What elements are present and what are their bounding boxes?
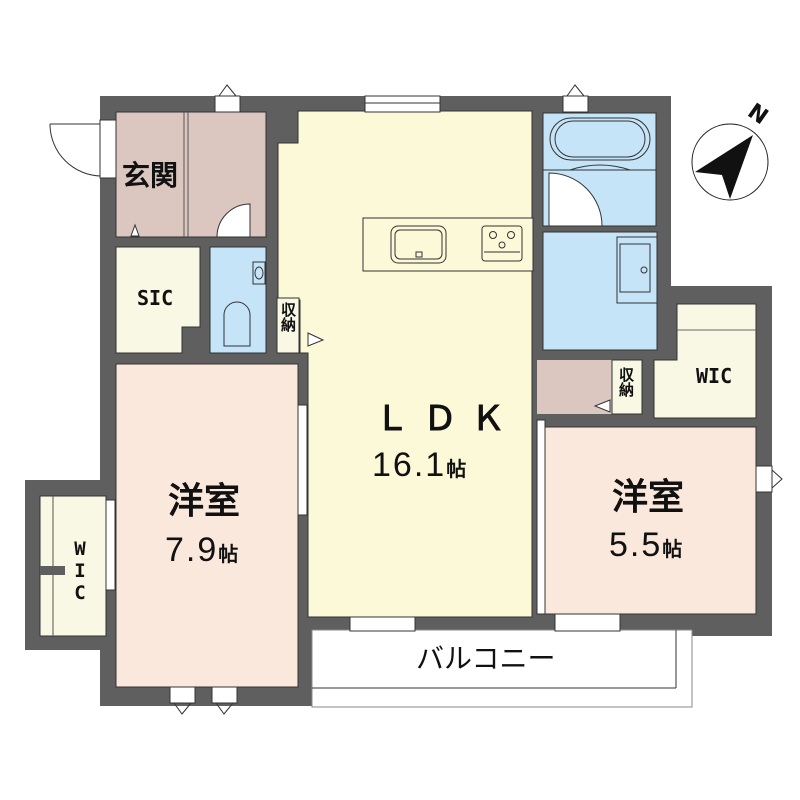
entrance-door xyxy=(49,119,117,179)
toilet-floor xyxy=(209,246,267,354)
bedroom-west-floor xyxy=(115,363,299,688)
sic-floor xyxy=(115,246,201,354)
windows xyxy=(105,95,773,704)
entrance-label: 玄関 xyxy=(122,159,179,192)
sic-label: SIC xyxy=(137,286,174,310)
bedroom-east-size-unit: 帖 xyxy=(662,537,683,561)
storage-hall-floor xyxy=(611,359,643,415)
ldk-size-unit: 帖 xyxy=(446,457,467,481)
storage-hall-label: 収納 xyxy=(617,367,635,397)
balcony-area xyxy=(311,629,693,708)
bedroom-east-label: 洋室 xyxy=(612,477,685,518)
toilet-bowl-icon xyxy=(223,261,266,347)
storage-ldk-label: 収納 xyxy=(279,302,297,332)
bedroom-west-size-value: 7.9 xyxy=(165,531,219,569)
kitchen-counter xyxy=(362,217,534,272)
washroom-floor xyxy=(542,231,658,351)
bedroom-west-label: 洋室 xyxy=(168,481,241,522)
bedroom-east-size: 5.5帖 xyxy=(609,528,682,562)
stove-icon xyxy=(481,225,523,262)
north-arrow-icon xyxy=(691,123,769,201)
balcony-label: バルコニー xyxy=(416,642,556,675)
bedroom-west-size: 7.9帖 xyxy=(165,533,238,567)
ldk-floor xyxy=(277,110,533,618)
bathtub-icon xyxy=(543,117,656,171)
wic-east-label: WIC xyxy=(696,364,733,388)
wic-west-label: WIC xyxy=(69,538,91,604)
wic-east-floor xyxy=(653,303,757,419)
ldk-size-value: 16.1 xyxy=(372,446,447,484)
ldk-size: 16.1帖 xyxy=(372,448,466,482)
storage-ldk-floor xyxy=(276,297,300,354)
ldk-label: ＬＤＫ xyxy=(375,399,519,439)
window-vents xyxy=(173,84,783,715)
washbasin-icon xyxy=(616,236,658,304)
bedroom-west-size-unit: 帖 xyxy=(218,542,239,566)
bedroom-east-size-value: 5.5 xyxy=(609,526,663,564)
bedroom-east-floor xyxy=(542,426,757,615)
